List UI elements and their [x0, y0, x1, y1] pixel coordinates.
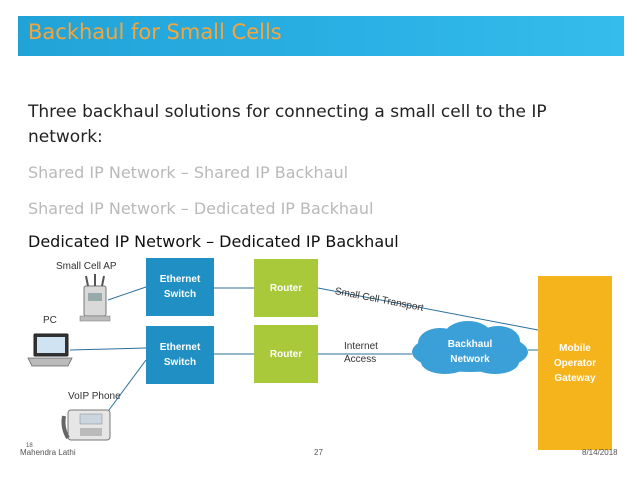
slide-number: 18: [26, 443, 33, 449]
link-pc-switch: [69, 347, 147, 351]
voip-phone-icon: [61, 409, 111, 441]
router-top: Router: [254, 259, 318, 317]
internet-access-label: Internet Access: [344, 341, 378, 365]
intro-text: Three backhaul solutions for connecting …: [28, 102, 547, 147]
footer-page: 27: [314, 448, 323, 457]
router-bottom: Router: [254, 325, 318, 383]
footer-date: 8/14/2018: [582, 448, 618, 457]
small-cell-ap-icon: [79, 274, 111, 322]
footer-author: Mahendra Lathi: [20, 448, 76, 457]
backhaul-cloud-icon: [412, 321, 528, 374]
pc-label: PC: [43, 315, 57, 326]
link-ap-switch: [107, 286, 147, 301]
bullet-dedicated-dedicated: Dedicated IP Network – Dedicated IP Back…: [28, 232, 399, 251]
backhaul-network-label: Backhaul Network: [432, 337, 508, 367]
ethernet-switch-top-label: Ethernet Switch: [159, 274, 201, 300]
router-bottom-label: Router: [269, 348, 303, 360]
slide-title: Backhaul for Small Cells: [28, 20, 282, 44]
link-small-cell-transport: [317, 287, 539, 331]
title-band: Backhaul for Small Cells: [18, 16, 624, 56]
small-cell-label: Small Cell AP: [56, 261, 117, 272]
mobile-operator-gateway: Mobile Operator Gateway: [538, 276, 612, 450]
ethernet-switch-bottom-label: Ethernet Switch: [159, 342, 201, 368]
pc-laptop-icon: [27, 333, 73, 367]
router-top-label: Router: [269, 282, 303, 294]
bullet-shared-dedicated: Shared IP Network – Dedicated IP Backhau…: [28, 199, 374, 218]
link-voip-switch: [105, 359, 147, 415]
ethernet-switch-bottom: Ethernet Switch: [146, 326, 214, 384]
gateway-label: Mobile Operator Gateway: [553, 342, 597, 384]
ethernet-switch-top: Ethernet Switch: [146, 258, 214, 316]
voip-label: VoIP Phone: [68, 391, 121, 402]
bullet-shared-shared: Shared IP Network – Shared IP Backhaul: [28, 163, 349, 182]
backhaul-network-text: Backhaul Network: [447, 339, 493, 365]
